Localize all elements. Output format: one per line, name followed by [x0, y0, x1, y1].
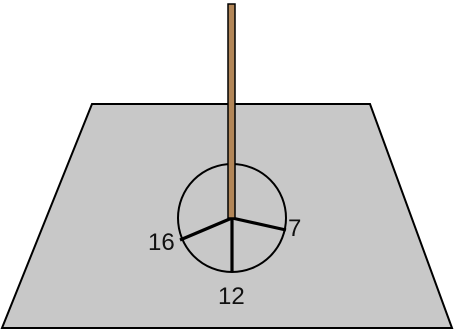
pole: [227, 3, 236, 219]
label-left: 16: [148, 229, 175, 256]
label-right: 7: [288, 215, 301, 242]
label-bottom: 12: [218, 283, 245, 310]
ground-plane: [0, 103, 454, 329]
support-line-right: [231, 216, 287, 232]
support-line-left: [179, 216, 233, 242]
